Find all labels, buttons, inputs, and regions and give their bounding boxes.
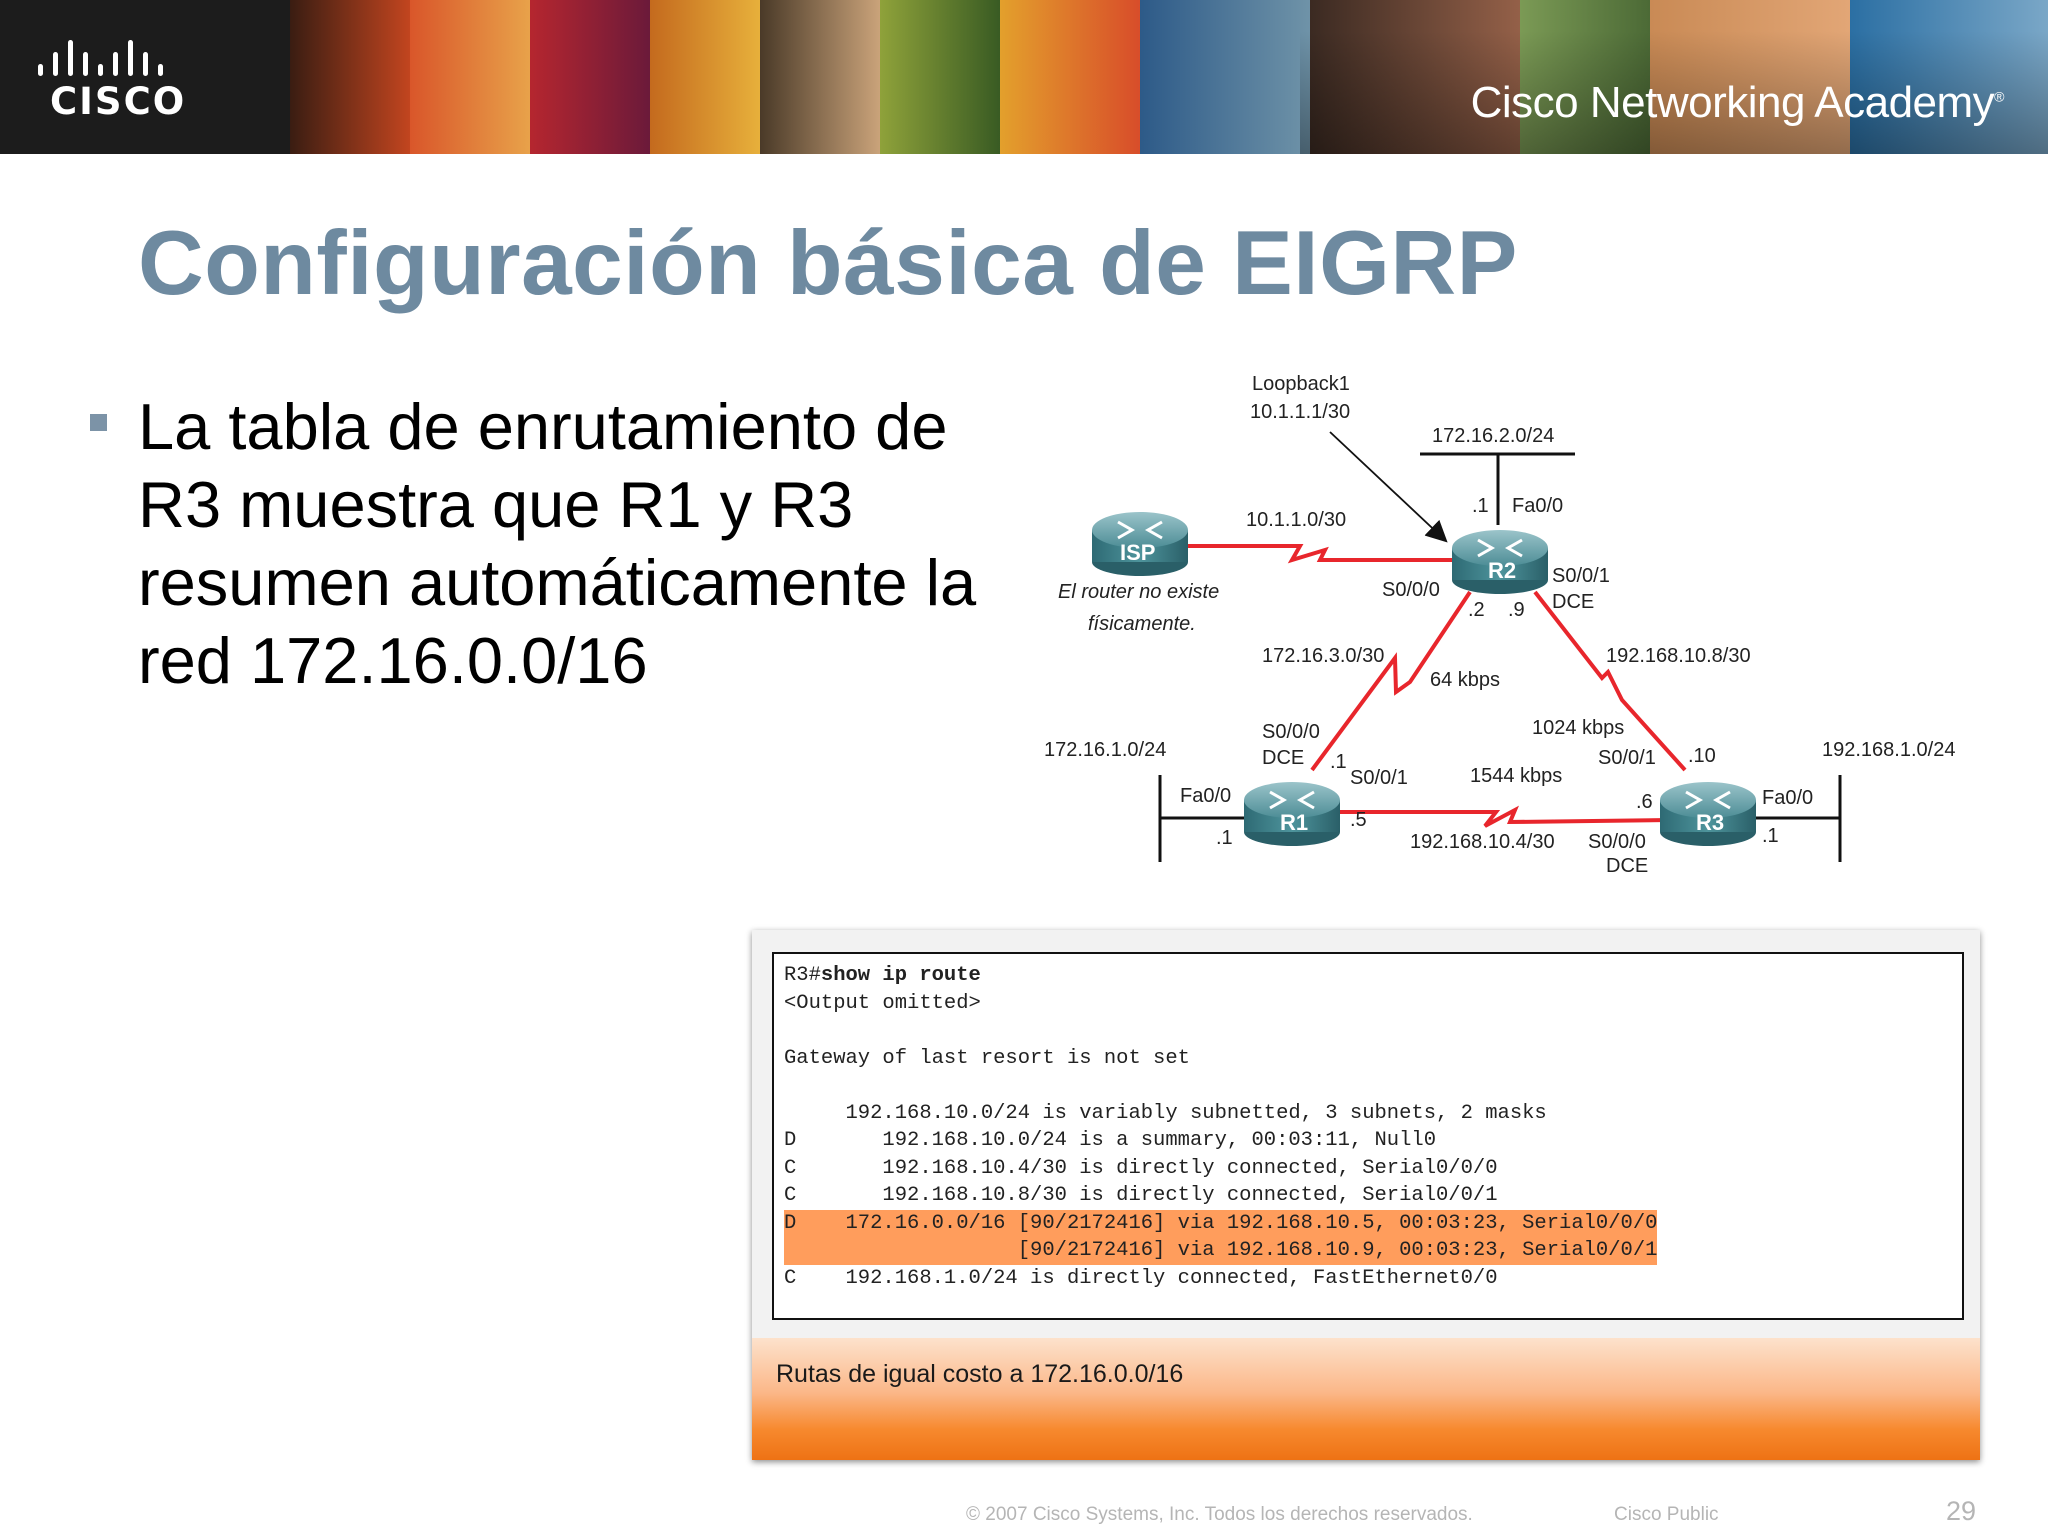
console-line: <Output omitted> bbox=[784, 991, 981, 1015]
console-line: C 192.168.1.0/24 is directly connected, … bbox=[784, 1266, 1498, 1290]
r1-r2-bandwidth-label: 64 kbps bbox=[1430, 669, 1500, 691]
console-line: Gateway of last resort is not set bbox=[784, 1046, 1190, 1070]
isp-router-label: ISP bbox=[1120, 540, 1155, 565]
r1-host5-label: .5 bbox=[1350, 809, 1367, 831]
r2-router-icon bbox=[1452, 530, 1548, 594]
r2-host2-label: .2 bbox=[1468, 599, 1485, 621]
banner-photo-strip bbox=[1000, 0, 1140, 154]
banner-fade bbox=[1300, 0, 2048, 154]
r2-r3-network-label: 192.168.10.8/30 bbox=[1606, 645, 1751, 667]
loopback-ip-label: 10.1.1.1/30 bbox=[1250, 401, 1350, 423]
banner-photo-strip bbox=[290, 0, 410, 154]
network-topology-diagram: Loopback1 10.1.1.1/30 172.16.2.0/24 .1 F… bbox=[1044, 373, 1955, 877]
loopback-arrow bbox=[1329, 431, 1448, 543]
banner-photo-strip bbox=[1650, 0, 1850, 154]
r3-dce-label: DCE bbox=[1606, 855, 1648, 877]
console-prompt: R3# bbox=[784, 964, 821, 987]
banner-photo-strip bbox=[760, 0, 880, 154]
isp-link-network-label: 10.1.1.0/30 bbox=[1246, 509, 1346, 531]
page-number: 29 bbox=[1946, 1496, 1977, 1526]
r2-lan-network-label: 172.16.2.0/24 bbox=[1432, 425, 1554, 447]
r1-fa-interface-label: Fa0/0 bbox=[1180, 785, 1231, 807]
console-line: C 192.168.10.4/30 is directly connected,… bbox=[784, 1156, 1498, 1180]
highlighted-route-line: D 172.16.0.0/16 [90/2172416] via 192.168… bbox=[784, 1209, 1658, 1237]
isp-note-line1: El router no existe bbox=[1058, 581, 1219, 603]
r3-host6-label: .6 bbox=[1636, 791, 1653, 813]
r1-lan-host-label: .1 bbox=[1216, 827, 1233, 849]
r2-s000-label: S0/0/0 bbox=[1382, 579, 1440, 601]
console-line: 192.168.10.0/24 is variably subnetted, 3… bbox=[784, 1101, 1547, 1125]
r1-r3-serial-link bbox=[1340, 805, 1671, 828]
console-command: show ip route bbox=[820, 964, 981, 987]
academy-title: Cisco Networking Academy® bbox=[1470, 78, 2005, 128]
r2-r3-bandwidth-label: 1024 kbps bbox=[1532, 717, 1624, 739]
r1-s001-label: S0/0/1 bbox=[1350, 767, 1408, 789]
r3-lan-host-label: .1 bbox=[1762, 825, 1779, 847]
console-text: R3#show ip route <Output omitted> Gatewa… bbox=[774, 954, 1962, 1300]
banner-photo-strip bbox=[1520, 0, 1650, 154]
r1-r3-bandwidth-label: 1544 kbps bbox=[1470, 765, 1562, 787]
routing-table-panel: R3#show ip route <Output omitted> Gatewa… bbox=[752, 930, 1980, 1460]
footer-classification: Cisco Public bbox=[1614, 1504, 1719, 1525]
r2-host9-label: .9 bbox=[1508, 599, 1525, 621]
console-output: R3#show ip route <Output omitted> Gatewa… bbox=[772, 952, 1964, 1320]
banner-photo-strip bbox=[650, 0, 760, 154]
r1-router-icon bbox=[1244, 782, 1340, 846]
banner-photo-strip bbox=[1140, 0, 1310, 154]
trademark-mark: ® bbox=[1994, 88, 2004, 105]
r3-s000-label: S0/0/0 bbox=[1588, 831, 1646, 853]
r3-router-icon bbox=[1660, 782, 1756, 846]
banner-photo-strip bbox=[1310, 0, 1520, 154]
r1-host1-label: .1 bbox=[1330, 751, 1347, 773]
console-line: C 192.168.10.8/30 is directly connected,… bbox=[784, 1184, 1498, 1207]
isp-note-line2: físicamente. bbox=[1088, 613, 1196, 635]
footer-copyright: © 2007 Cisco Systems, Inc. Todos los der… bbox=[966, 1504, 1473, 1525]
header-banner: CISCO Cisco Networking Academy® bbox=[0, 0, 2048, 154]
r2-dce-label: DCE bbox=[1552, 591, 1594, 613]
r1-r3-network-label: 192.168.10.4/30 bbox=[1410, 831, 1555, 853]
bullet-square-icon bbox=[90, 414, 107, 431]
r1-dce-label: DCE bbox=[1262, 747, 1304, 769]
isp-r2-serial-link bbox=[1140, 544, 1460, 564]
isp-router-icon bbox=[1092, 512, 1188, 576]
banner-photo-strip bbox=[530, 0, 650, 154]
r3-host10-label: .10 bbox=[1688, 745, 1716, 767]
r3-lan-network-label: 192.168.1.0/24 bbox=[1822, 739, 1955, 761]
cisco-logo-icon bbox=[38, 40, 163, 76]
r1-lan-network-label: 172.16.1.0/24 bbox=[1044, 739, 1166, 761]
slide-title: Configuración básica de EIGRP bbox=[138, 213, 1518, 314]
r3-fa-interface-label: Fa0/0 bbox=[1762, 787, 1813, 809]
caption-bar: Rutas de igual costo a 172.16.0.0/16 bbox=[752, 1338, 1980, 1460]
r2-lan-host-label: .1 bbox=[1472, 495, 1489, 517]
r2-r3-serial-link bbox=[1533, 590, 1687, 772]
r1-s000-label: S0/0/0 bbox=[1262, 721, 1320, 743]
loopback-name-label: Loopback1 bbox=[1252, 373, 1350, 395]
bullet-text: La tabla de enrutamiento de R3 muestra q… bbox=[138, 390, 977, 697]
cisco-logo-text: CISCO bbox=[50, 80, 187, 123]
caption-text: Rutas de igual costo a 172.16.0.0/16 bbox=[776, 1360, 1184, 1388]
highlighted-route-line: [90/2172416] via 192.168.10.9, 00:03:23,… bbox=[784, 1237, 1658, 1265]
console-line: D 192.168.10.0/24 is a summary, 00:03:11… bbox=[784, 1129, 1437, 1152]
r1-r2-serial-link bbox=[1310, 590, 1472, 772]
r2-router-label: R2 bbox=[1488, 558, 1516, 583]
r3-s001-label: S0/0/1 bbox=[1598, 747, 1656, 769]
r1-r2-network-label: 172.16.3.0/30 bbox=[1262, 645, 1384, 667]
r3-router-label: R3 bbox=[1696, 810, 1724, 835]
academy-title-text: Cisco Networking Academy bbox=[1470, 78, 1995, 127]
banner-photo-strip bbox=[880, 0, 1000, 154]
r1-router-label: R1 bbox=[1280, 810, 1308, 835]
r2-s001-label: S0/0/1 bbox=[1552, 565, 1610, 587]
banner-photo-strip bbox=[1850, 0, 2048, 154]
r2-fa-interface-label: Fa0/0 bbox=[1512, 495, 1563, 517]
banner-photo-strip bbox=[410, 0, 530, 154]
